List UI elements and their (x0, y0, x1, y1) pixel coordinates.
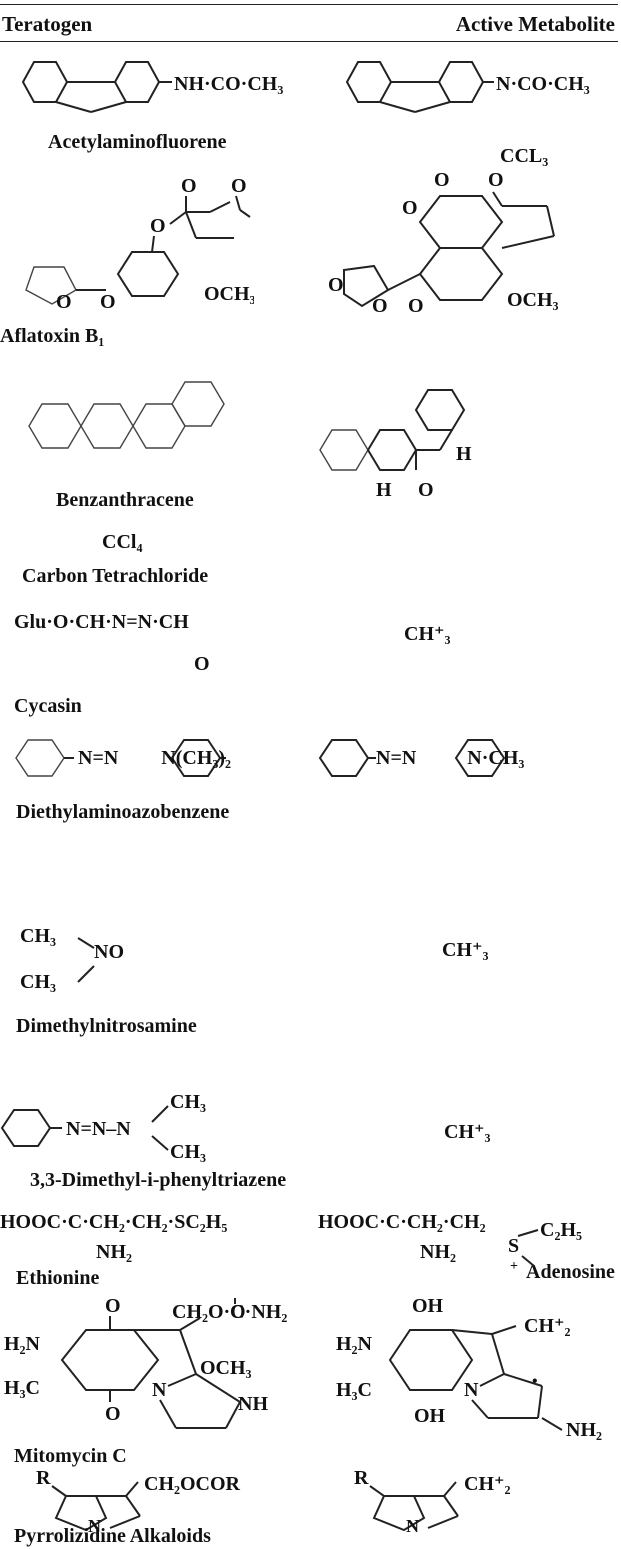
formula-ccl4: CCl₄ (102, 531, 143, 553)
svg-text:R: R (36, 1467, 51, 1489)
svg-text:O: O (488, 169, 504, 191)
mitomycin-structure-teratogen: O H₂N H₃C O N O OCH₃ NH (4, 1295, 268, 1429)
svg-text:NH₂: NH₂ (566, 1419, 602, 1440)
phenyltriazene-structure: N=N–N CH₃ CH₃ (0, 1091, 206, 1163)
azo-group-metabolite: N=N N·CH₃ (376, 747, 525, 769)
svg-text:S: S (508, 1235, 519, 1257)
sulfonium-center: S + (508, 1229, 539, 1274)
svg-text:H: H (456, 443, 472, 465)
fluorene-structure-teratogen (21, 61, 172, 113)
ethionine-metabolite-formula: HOOC·C·CH₂·CH₂ (318, 1211, 486, 1233)
azobenzene-structure-teratogen (15, 739, 226, 777)
svg-text:N: N (464, 1379, 479, 1401)
svg-text:O: O (328, 274, 344, 296)
pyrrolizidine-metabolite-cation: CH⁺₂ (464, 1473, 511, 1495)
svg-text:NH: NH (238, 1393, 268, 1415)
svg-text:CH₃: CH₃ (170, 1091, 206, 1113)
phenyltriazene-metabolite: CH⁺₃ (444, 1121, 491, 1143)
svg-text:+: + (510, 1259, 518, 1274)
fluorene-structure-metabolite (345, 61, 494, 113)
svg-text:H: H (376, 479, 392, 501)
svg-text:O: O (150, 215, 166, 237)
ethionine-metabolite-adenosine: Adenosine (526, 1261, 615, 1283)
svg-text:O: O (418, 479, 434, 501)
azobenzene-structure-metabolite (318, 739, 506, 777)
cycasin-metabolite: CH⁺₃ (404, 623, 451, 645)
svg-text:O: O (105, 1295, 121, 1317)
svg-text:H₂N: H₂N (336, 1333, 373, 1355)
svg-text:H₂N: H₂N (4, 1333, 41, 1355)
ethionine-metabolite-amine: NH₂ (420, 1241, 456, 1263)
header-teratogen: Teratogen (2, 12, 93, 36)
dimethylnitrosamine-metabolite: CH⁺₃ (442, 939, 489, 961)
top-rule (0, 4, 618, 5)
svg-text:O: O (408, 295, 424, 317)
ethionine-formula: HOOC·C·CH₂·CH₂·SC₂H₅ (0, 1211, 228, 1233)
ccl3-label: CCL₃ (500, 145, 549, 167)
svg-text:O: O (56, 291, 72, 312)
benzanthracene-structure-teratogen (28, 381, 225, 449)
svg-text:O: O (181, 175, 197, 197)
mitomycin-carbamate: CH₂O·C·NH₂ (172, 1301, 288, 1323)
svg-text:H₃C: H₃C (336, 1379, 372, 1401)
pyrrolizidine-structure-metabolite: R N (354, 1467, 459, 1532)
svg-text:O: O (105, 1403, 121, 1425)
svg-text:O: O (434, 169, 450, 191)
svg-text:OCH₃: OCH₃ (200, 1357, 252, 1379)
svg-text:CH₃: CH₃ (20, 925, 56, 947)
svg-text:O: O (372, 295, 388, 317)
aflatoxin-structure-teratogen: O O O OCH₃ O O (25, 175, 254, 312)
svg-text:O: O (231, 175, 247, 197)
compound-name-benzanthracene: Benzanthracene (56, 489, 194, 511)
ethionine-metabolite-ethyl: C₂H₅ (540, 1219, 582, 1241)
svg-text:•: • (532, 1373, 538, 1390)
svg-text:O: O (230, 1301, 246, 1323)
svg-text:O: O (402, 197, 418, 219)
svg-text:CH₃: CH₃ (20, 971, 56, 993)
pyrrolizidine-structure-teratogen: R N (36, 1467, 141, 1532)
acetylamino-metabolite-group: N·CO·CH₃ (496, 73, 590, 95)
compound-name-ethionine: Ethionine (16, 1267, 100, 1289)
mitomycin-metabolite-cation: CH⁺₂ (524, 1315, 571, 1337)
ethionine-amine: NH₂ (96, 1241, 132, 1263)
svg-text:N: N (406, 1516, 419, 1532)
svg-text:OH: OH (414, 1405, 446, 1427)
formula-cycasin: Glu·O·CH·N=N·CH (14, 611, 189, 633)
benzanthracene-structure-metabolite: H H O (319, 389, 472, 501)
compound-name-acetylaminofluorene: Acetylaminofluorene (48, 131, 227, 153)
svg-text:H₃C: H₃C (4, 1377, 40, 1399)
svg-text:OH: OH (412, 1295, 444, 1317)
svg-text:OCH₃: OCH₃ (204, 283, 254, 305)
compound-name-dimethylnitrosamine: Dimethylnitrosamine (16, 1015, 197, 1037)
compound-name-mitomycin-c: Mitomycin C (14, 1445, 127, 1467)
svg-text:NO: NO (94, 941, 124, 963)
azo-group-teratogen: N=N N(CH₃)₂ (78, 747, 232, 769)
aflatoxin-structure-metabolite: O O O OCH₃ O O O (328, 169, 559, 317)
header-rule (0, 41, 618, 42)
header-active-metabolite: Active Metabolite (455, 12, 615, 36)
svg-text:O: O (100, 291, 116, 312)
compound-name-phenyltriazene: 3,3-Dimethyl-i-phenyltriazene (30, 1169, 287, 1191)
compound-name-cycasin: Cycasin (14, 695, 82, 717)
compound-name-diethylaminoazobenzene: Diethylaminoazobenzene (16, 801, 230, 823)
compound-name-pyrrolizidine-alkaloids: Pyrrolizidine Alkaloids (14, 1525, 211, 1547)
compound-name-aflatoxin: Aflatoxin B₁ (0, 325, 105, 347)
svg-text:OCH₃: OCH₃ (507, 289, 559, 311)
pyrrolizidine-ester: CH₂OCOR (144, 1473, 240, 1495)
svg-text:N: N (88, 1516, 101, 1532)
svg-text:N=N–N: N=N–N (66, 1118, 131, 1140)
dimethylnitrosamine-structure: CH₃ NO CH₃ (20, 925, 124, 993)
svg-text:R: R (354, 1467, 369, 1489)
compound-name-carbon-tetrachloride: Carbon Tetrachloride (22, 565, 209, 587)
cycasin-oxygen: O (194, 653, 210, 675)
mitomycin-structure-metabolite: H₂N H₃C OH OH N • NH₂ (336, 1295, 602, 1440)
svg-text:CH₃: CH₃ (170, 1141, 206, 1163)
acetylamino-group: NH·CO·CH₃ (174, 73, 284, 95)
svg-text:N: N (152, 1379, 167, 1401)
